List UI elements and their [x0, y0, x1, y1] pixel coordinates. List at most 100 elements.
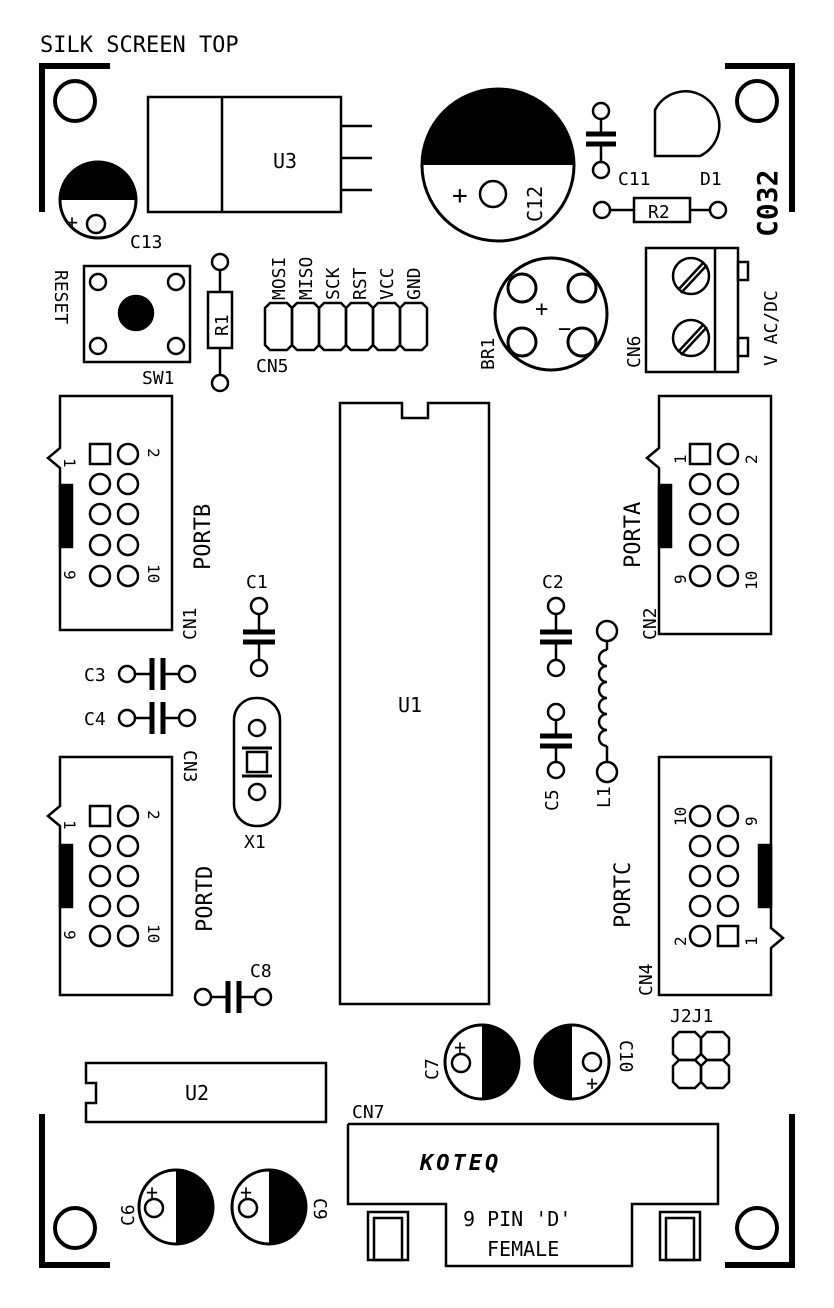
r1-label: R1 [212, 314, 233, 336]
cn4-portc-header [657, 755, 785, 997]
c3-label: C3 [84, 665, 106, 686]
c2-label: C2 [542, 572, 564, 593]
l1-label: L1 [594, 786, 615, 808]
page-title: SILK SCREEN TOP [40, 33, 239, 58]
br1-label: BR1 [478, 337, 499, 370]
br1-minus-sign: − [558, 317, 571, 342]
u1-label: U1 [398, 693, 422, 717]
cn1-portb-header [46, 394, 174, 632]
c5-label: C5 [542, 789, 563, 811]
c8-label: C8 [250, 961, 272, 982]
c6-label: C6 [118, 1204, 139, 1226]
mounting-hole-top-left [53, 79, 97, 123]
c10-label: C10 [615, 1040, 636, 1073]
cn2-pin2-label: 2 [742, 454, 761, 464]
r2-resistor [592, 196, 728, 224]
vac-dc-label: V AC/DC [761, 290, 782, 366]
cn7-female-label: FEMALE [487, 1237, 559, 1261]
c4-capacitor [117, 702, 197, 734]
mounting-hole-top-right [735, 79, 779, 123]
u1-microcontroller [338, 401, 491, 1006]
c6-plus-sign: + [146, 1180, 158, 1204]
c10-plus-sign: + [586, 1071, 598, 1095]
board-code: C032 [751, 170, 784, 237]
cn4-label: CN4 [636, 963, 657, 996]
c10-capacitor [533, 1023, 611, 1101]
d1-led [653, 90, 721, 158]
cn7-dsub-connector [346, 1122, 720, 1268]
cn4-pin10-label: 10 [671, 807, 690, 826]
c11-capacitor [586, 101, 616, 180]
cn7-label: CN7 [352, 1102, 385, 1123]
x1-label: X1 [244, 832, 266, 853]
c12-capacitor [420, 87, 576, 243]
r1-resistor [206, 252, 234, 393]
c11-label: C11 [618, 169, 651, 190]
cn5-pin-gnd: GND [404, 267, 425, 300]
cn2-pin9-label: 9 [671, 574, 690, 584]
cn3-label: CN3 [179, 750, 200, 783]
mounting-holes [53, 79, 779, 1250]
cn1-pin10-label: 10 [144, 564, 163, 583]
cn1-label: CN1 [180, 607, 201, 640]
c9-capacitor [230, 1168, 308, 1246]
portb-label: PORTB [191, 504, 216, 570]
cn5-pin-mosi: MOSI [269, 257, 290, 300]
mounting-hole-bottom-left [53, 1206, 97, 1250]
c2-capacitor [540, 596, 572, 678]
c13-plus-sign: + [66, 210, 78, 234]
mounting-hole-bottom-right [735, 1206, 779, 1250]
cn1-pin9-label: 9 [60, 570, 79, 580]
cn5-label: CN5 [256, 356, 289, 377]
c7-capacitor [443, 1023, 521, 1101]
cn3-pin10-label: 10 [144, 924, 163, 943]
c9-plus-sign: + [240, 1180, 252, 1204]
j2j1-label: J2J1 [670, 1006, 713, 1027]
cn1-pin1-label: 1 [60, 458, 79, 468]
c8-capacitor [193, 981, 273, 1013]
c9-label: C9 [309, 1198, 330, 1220]
c13-label: C13 [130, 232, 163, 253]
c7-label: C7 [422, 1058, 443, 1080]
cn1-pin2-label: 2 [144, 448, 163, 458]
c1-capacitor [243, 596, 275, 678]
u2-label: U2 [185, 1081, 209, 1105]
u3-label: U3 [273, 149, 297, 173]
br1-bridge [493, 256, 609, 372]
j1-j2-jumpers [671, 1030, 731, 1090]
br1-plus-sign: + [535, 297, 548, 322]
x1-crystal [232, 696, 282, 828]
cn3-pin9-label: 9 [60, 930, 79, 940]
sw1-reset-switch [82, 264, 192, 364]
cn4-pin9-label: 9 [742, 816, 761, 826]
d1-label: D1 [700, 169, 722, 190]
c6-capacitor [137, 1168, 215, 1246]
cn6-label: CN6 [624, 335, 645, 368]
c13-capacitor [58, 160, 138, 240]
cn2-porta-header [645, 394, 773, 636]
portc-label: PORTC [611, 862, 636, 928]
c7-plus-sign: + [454, 1035, 466, 1059]
c3-capacitor [117, 658, 197, 690]
porta-label: PORTA [621, 502, 646, 568]
cn5-pin-vcc: VCC [377, 267, 398, 300]
c12-plus-sign: + [452, 181, 468, 211]
c5-capacitor [540, 702, 572, 780]
cn2-pin1-label: 1 [671, 454, 690, 464]
cn5-pin-miso: MISO [296, 257, 317, 300]
c1-label: C1 [246, 572, 268, 593]
cn4-pin1-label: 1 [742, 936, 761, 946]
brand-logo: KOTEQ [419, 1151, 501, 1176]
cn6-terminal-block [644, 246, 750, 374]
cn7-pin-label: 9 PIN 'D' [463, 1207, 571, 1231]
u2-ic [84, 1061, 328, 1124]
c12-label: C12 [523, 186, 547, 222]
cn3-pin2-label: 2 [144, 810, 163, 820]
sw1-label: SW1 [142, 368, 175, 389]
cn3-portd-header [46, 755, 174, 997]
cn5-pin-sck: SCK [323, 267, 344, 300]
cn4-pin2-label: 2 [671, 936, 690, 946]
cn5-header [263, 301, 429, 352]
cn5-pin-rst: RST [350, 267, 371, 300]
